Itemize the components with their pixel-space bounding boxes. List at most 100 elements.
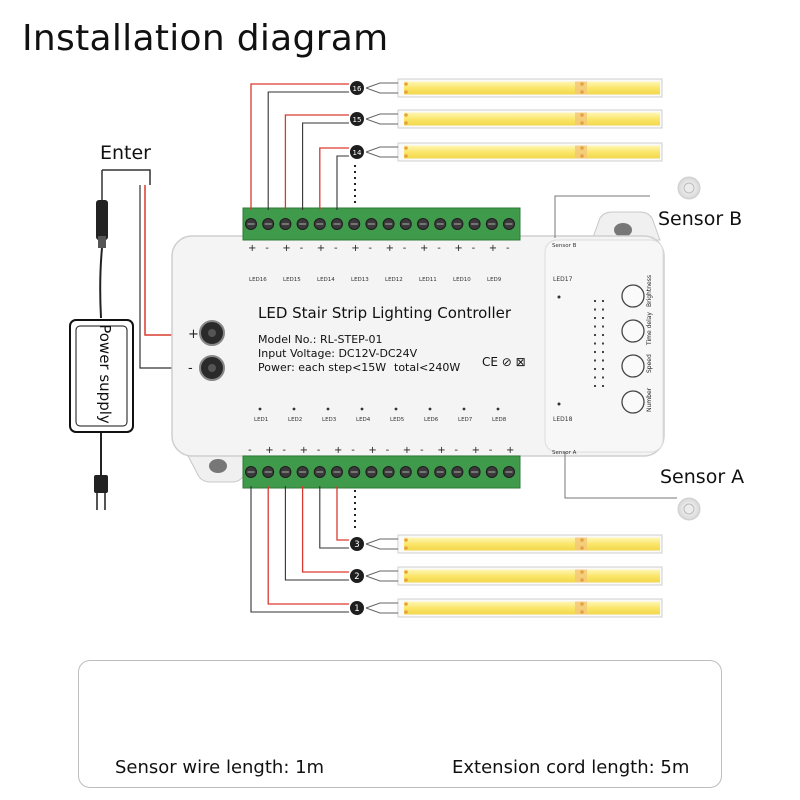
indicator-dot-grid	[594, 300, 604, 387]
terminal-polarity-sign: +	[420, 243, 428, 254]
terminal-screw	[485, 218, 498, 230]
power-spec: Power: each step<15W	[258, 361, 386, 374]
terminal-polarity-sign: -	[454, 445, 458, 456]
terminal-screw	[279, 218, 292, 230]
led-port-label: LED5	[390, 417, 405, 423]
terminal-screw	[296, 466, 309, 478]
controller-body	[171, 211, 665, 483]
terminal-screw	[417, 466, 429, 478]
terminal-polarity-sign: -	[265, 243, 269, 254]
led-port-label: LED8	[492, 417, 507, 423]
led-port-label: LED11	[419, 277, 437, 283]
speed-button[interactable]	[621, 354, 645, 378]
extension-cord-caption: Extension cord length: 5m	[452, 757, 690, 778]
terminal-screw	[279, 466, 292, 478]
led-port-label: LED14	[317, 277, 335, 283]
svg-text:14: 14	[353, 149, 362, 157]
led-strip: 15	[350, 109, 663, 129]
power-total: total<240W	[394, 361, 460, 374]
terminal-polarity-sign: +	[368, 445, 376, 456]
terminal-polarity-sign: +	[386, 243, 394, 254]
dc-input-jacks	[199, 320, 225, 381]
accessories-card	[78, 660, 722, 788]
terminal-polarity-sign: -	[317, 445, 321, 456]
time-delay-button[interactable]	[621, 319, 645, 343]
terminal-screw	[451, 218, 464, 230]
terminal-screw	[245, 218, 257, 230]
terminal-screw	[348, 466, 361, 478]
top-terminal-block	[242, 207, 521, 241]
terminal-polarity-sign: -	[489, 445, 493, 456]
terminal-screw	[451, 466, 464, 478]
led18-label: LED18	[553, 416, 573, 423]
terminal-screw	[365, 466, 378, 478]
terminal-polarity-sign: -	[282, 445, 286, 456]
svg-text:3: 3	[354, 540, 359, 550]
terminal-polarity-sign: +	[248, 243, 256, 254]
terminal-polarity-sign: -	[506, 243, 510, 254]
terminal-polarity-sign: +	[334, 445, 342, 456]
speed-label: Speed	[646, 354, 653, 373]
page-title: Installation diagram	[22, 18, 389, 59]
terminal-polarity-sign: +	[472, 445, 480, 456]
terminal-screw	[485, 466, 498, 478]
led-port-label: LED9	[487, 277, 502, 283]
terminal-polarity-sign: -	[334, 243, 338, 254]
led-port-label: LED2	[288, 417, 302, 423]
led17-label: LED17	[553, 276, 573, 283]
terminal-polarity-sign: -	[403, 243, 407, 254]
step-number-badge: 15	[350, 112, 364, 126]
terminal-screw	[313, 218, 326, 230]
terminal-screw	[503, 466, 515, 478]
step-number-badge: 2	[350, 569, 364, 583]
led-port-label: LED6	[424, 417, 439, 423]
step-number-badge: 16	[350, 81, 364, 95]
terminal-screw	[434, 466, 447, 478]
brightness-label: Brightness	[646, 275, 653, 307]
terminal-polarity-sign: -	[300, 243, 304, 254]
terminal-polarity-sign: -	[472, 243, 476, 254]
terminal-polarity-sign: +	[506, 445, 514, 456]
terminal-polarity-sign: +	[351, 243, 359, 254]
terminal-polarity-sign: +	[489, 243, 497, 254]
input-minus-sign: -	[188, 361, 193, 376]
terminal-polarity-sign: +	[300, 445, 308, 456]
led-strip: 14	[350, 142, 663, 162]
number-button[interactable]	[621, 390, 645, 414]
led-port-label: LED10	[453, 277, 471, 283]
led-port-label: LED7	[458, 417, 473, 423]
input-voltage: Input Voltage: DC12V-DC24V	[258, 347, 418, 360]
number-label: Number	[646, 387, 653, 412]
sensor-a	[677, 497, 701, 521]
terminal-screw	[399, 218, 412, 230]
terminal-screw	[399, 466, 412, 478]
control-buttons	[621, 284, 645, 414]
terminal-polarity-sign: +	[317, 243, 325, 254]
terminal-screw	[417, 218, 429, 230]
terminal-screw	[331, 218, 343, 230]
model-number: Model No.: RL-STEP-01	[258, 333, 383, 346]
led-strip: 3	[350, 534, 663, 554]
terminal-polarity-sign: +	[282, 243, 290, 254]
sensor-b-port-label: Sensor B	[552, 243, 577, 249]
led-strip: 16	[350, 78, 663, 98]
terminal-screw	[382, 218, 395, 230]
terminal-polarity-sign: +	[265, 445, 273, 456]
terminal-polarity-sign: -	[420, 445, 424, 456]
led-port-label: LED15	[283, 277, 301, 283]
svg-text:16: 16	[353, 85, 362, 93]
terminal-polarity-sign: -	[386, 445, 390, 456]
enter-label: Enter	[100, 142, 151, 164]
terminal-screw	[503, 218, 515, 230]
power-supply-label: Power supply	[96, 324, 114, 424]
led-port-label: LED16	[249, 277, 267, 283]
terminal-polarity-sign: +	[454, 243, 462, 254]
brightness-button[interactable]	[621, 284, 645, 308]
svg-text:1: 1	[354, 604, 359, 614]
led-strip: 1	[350, 598, 663, 618]
terminal-polarity-sign: -	[248, 445, 252, 456]
terminal-screw	[245, 466, 257, 478]
led-port-label: LED1	[254, 417, 268, 423]
cert-marks: CE ⊘ ⊠	[482, 355, 526, 369]
power-supply-box	[69, 319, 134, 433]
